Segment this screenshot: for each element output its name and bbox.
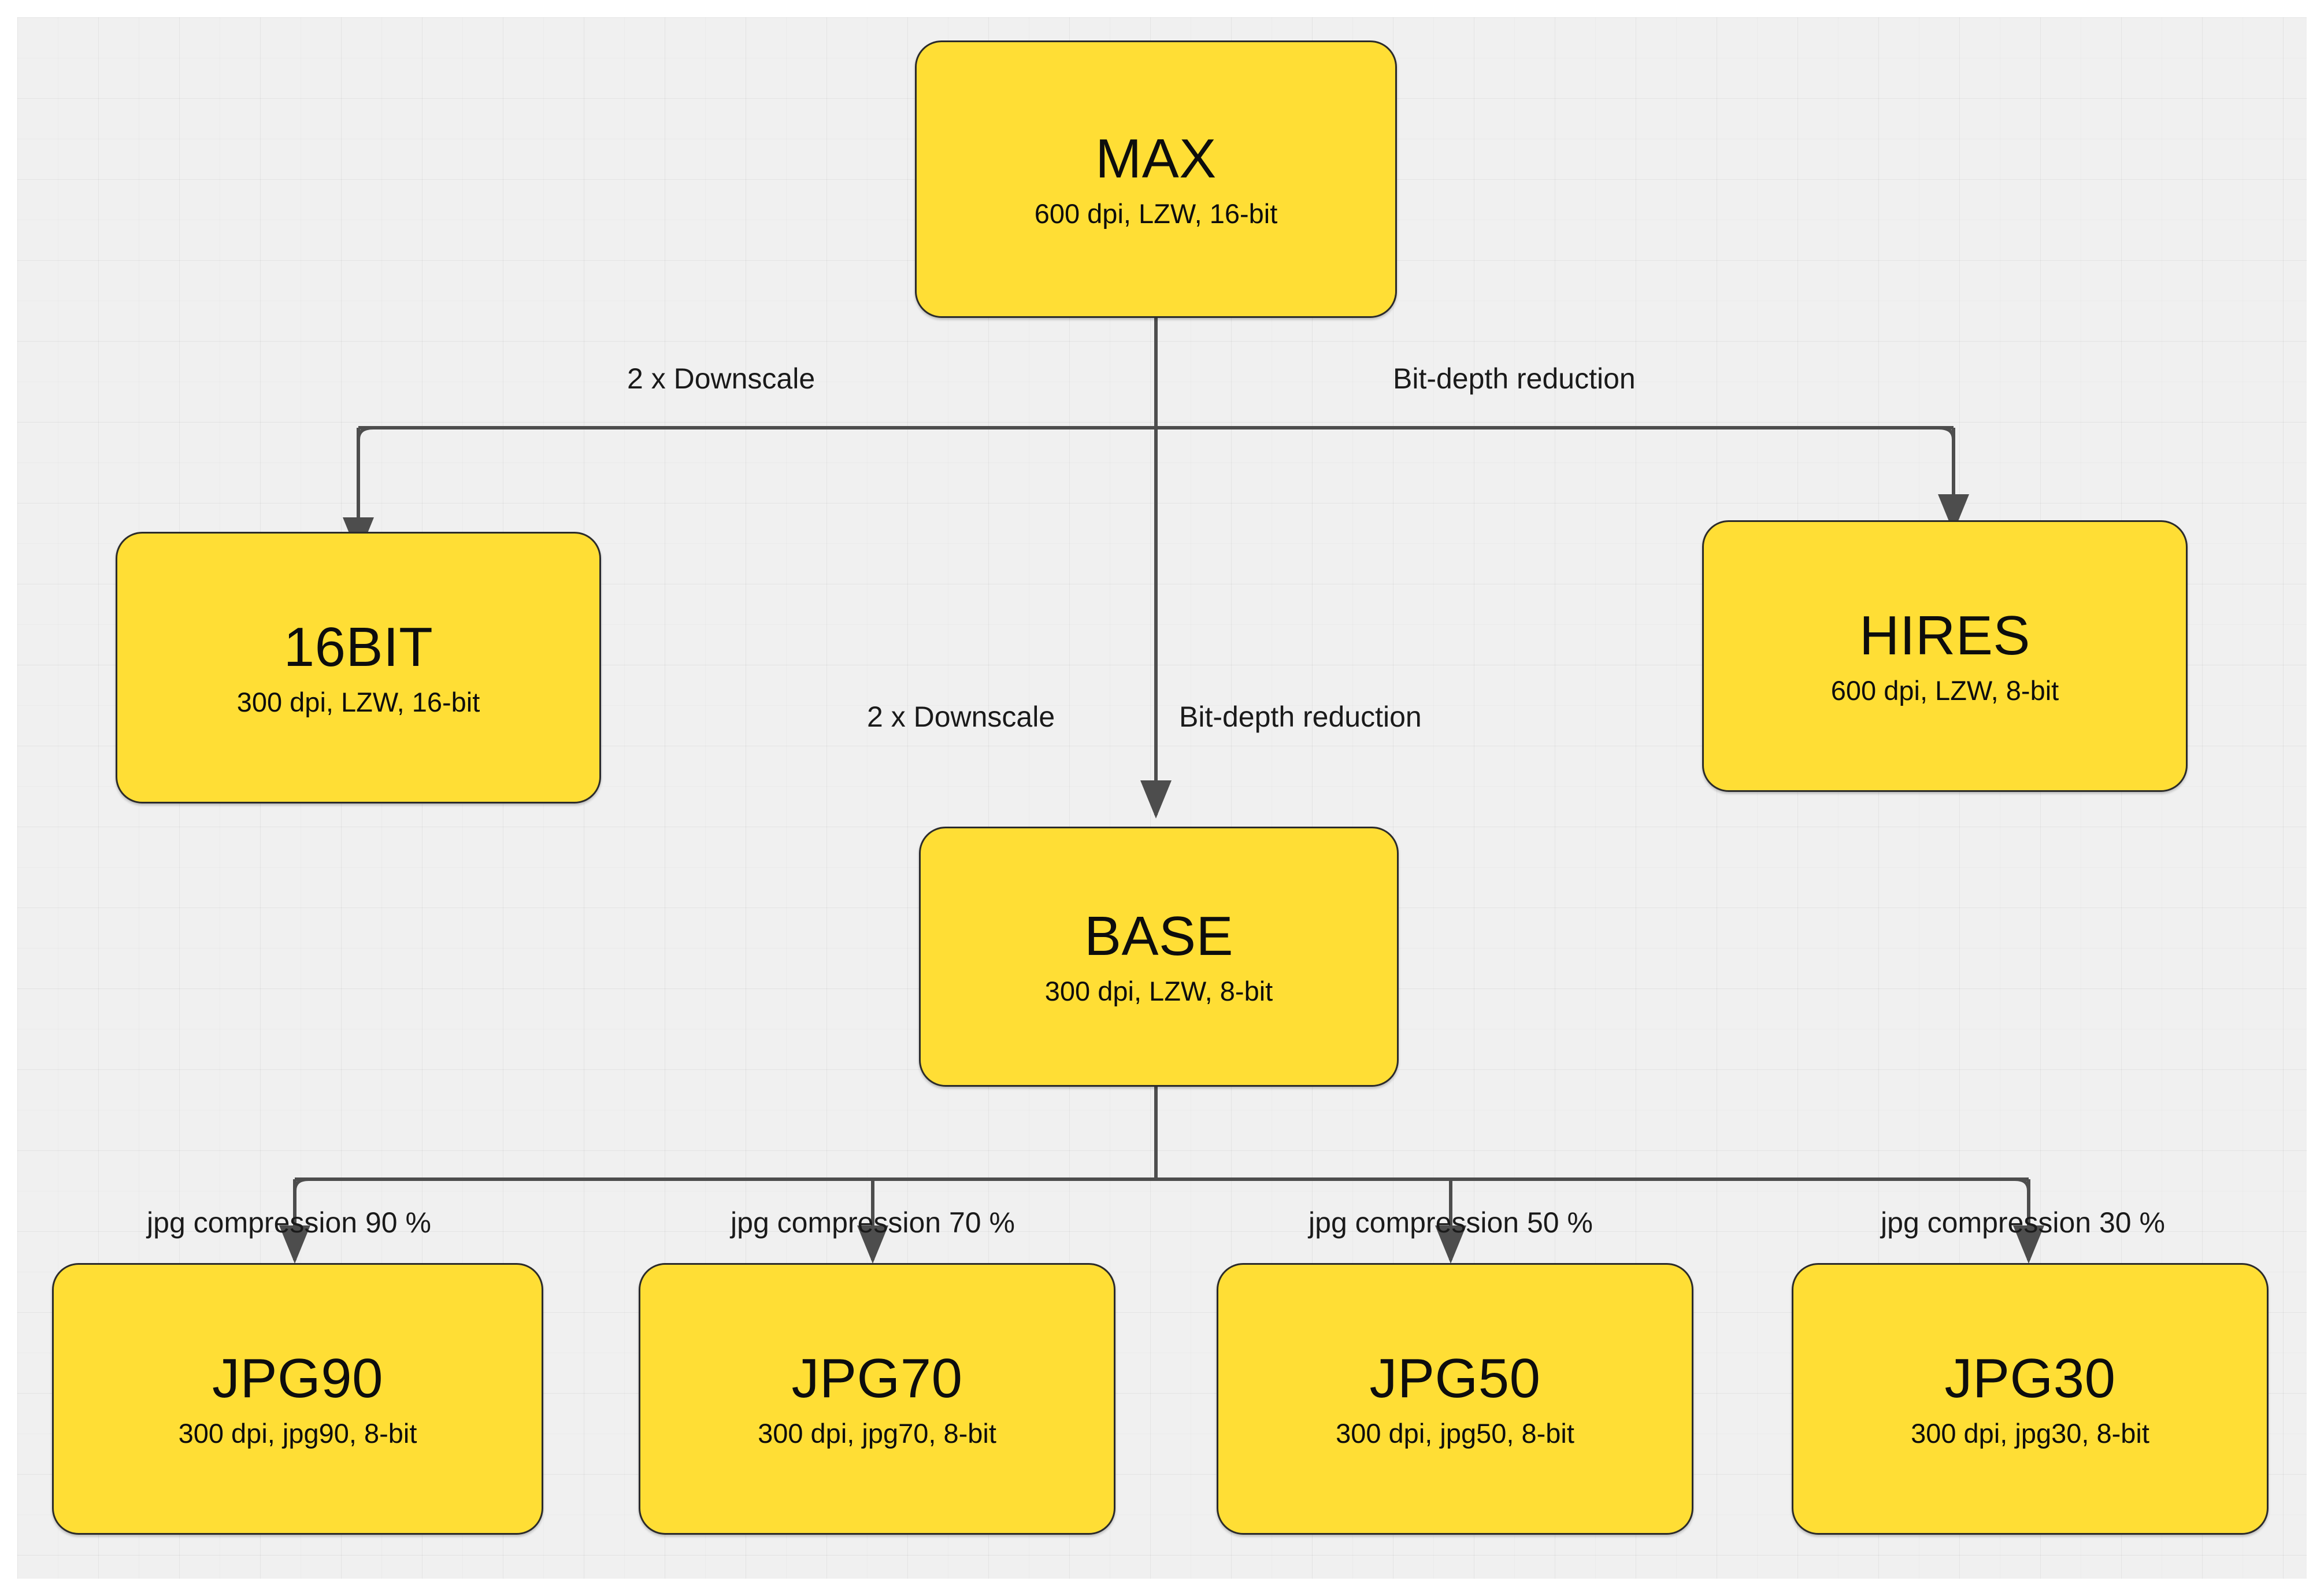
edge-label-bitdepth-top: Bit-depth reduction bbox=[1393, 362, 1636, 395]
node-16bit-title: 16BIT bbox=[283, 616, 433, 678]
node-jpg70[interactable]: JPG70 300 dpi, jpg70, 8-bit bbox=[639, 1263, 1115, 1535]
corner-jpg-right bbox=[2013, 1177, 2030, 1204]
node-jpg90-title: JPG90 bbox=[212, 1347, 383, 1409]
node-16bit-subtitle: 300 dpi, LZW, 16-bit bbox=[236, 686, 480, 717]
corner-jpg-left bbox=[293, 1177, 310, 1204]
node-max[interactable]: MAX 600 dpi, LZW, 16-bit bbox=[915, 40, 1397, 318]
edge-label-bitdepth-mid: Bit-depth reduction bbox=[1179, 701, 1422, 733]
edge-label-jpg30: jpg compression 30 % bbox=[1881, 1206, 2165, 1239]
edge-label-jpg50: jpg compression 50 % bbox=[1309, 1206, 1593, 1239]
node-jpg50-title: JPG50 bbox=[1369, 1347, 1541, 1409]
node-jpg70-subtitle: 300 dpi, jpg70, 8-bit bbox=[758, 1417, 996, 1449]
node-base-title: BASE bbox=[1084, 905, 1234, 967]
node-jpg90-subtitle: 300 dpi, jpg90, 8-bit bbox=[178, 1417, 417, 1449]
node-hires[interactable]: HIRES 600 dpi, LZW, 8-bit bbox=[1702, 520, 2188, 792]
corner-left bbox=[357, 426, 375, 458]
edge-label-jpg70: jpg compression 70 % bbox=[731, 1206, 1015, 1239]
node-max-subtitle: 600 dpi, LZW, 16-bit bbox=[1034, 198, 1278, 229]
node-base-subtitle: 300 dpi, LZW, 8-bit bbox=[1044, 975, 1273, 1006]
corner-right bbox=[1937, 426, 1955, 458]
node-jpg30-title: JPG30 bbox=[1944, 1347, 2116, 1409]
edge-label-downscale-mid: 2 x Downscale bbox=[867, 701, 1055, 733]
node-hires-title: HIRES bbox=[1859, 604, 2030, 666]
node-16bit[interactable]: 16BIT 300 dpi, LZW, 16-bit bbox=[116, 532, 601, 803]
edge-label-downscale-top: 2 x Downscale bbox=[627, 362, 816, 395]
node-jpg90[interactable]: JPG90 300 dpi, jpg90, 8-bit bbox=[52, 1263, 543, 1535]
node-base[interactable]: BASE 300 dpi, LZW, 8-bit bbox=[919, 827, 1399, 1087]
edge-label-jpg90: jpg compression 90 % bbox=[147, 1206, 431, 1239]
node-jpg70-title: JPG70 bbox=[791, 1347, 963, 1409]
node-jpg30-subtitle: 300 dpi, jpg30, 8-bit bbox=[1911, 1417, 2149, 1449]
node-jpg30[interactable]: JPG30 300 dpi, jpg30, 8-bit bbox=[1792, 1263, 2269, 1535]
node-jpg50[interactable]: JPG50 300 dpi, jpg50, 8-bit bbox=[1217, 1263, 1693, 1535]
node-hires-subtitle: 600 dpi, LZW, 8-bit bbox=[1830, 675, 2059, 706]
node-jpg50-subtitle: 300 dpi, jpg50, 8-bit bbox=[1336, 1417, 1574, 1449]
node-max-title: MAX bbox=[1095, 127, 1217, 190]
